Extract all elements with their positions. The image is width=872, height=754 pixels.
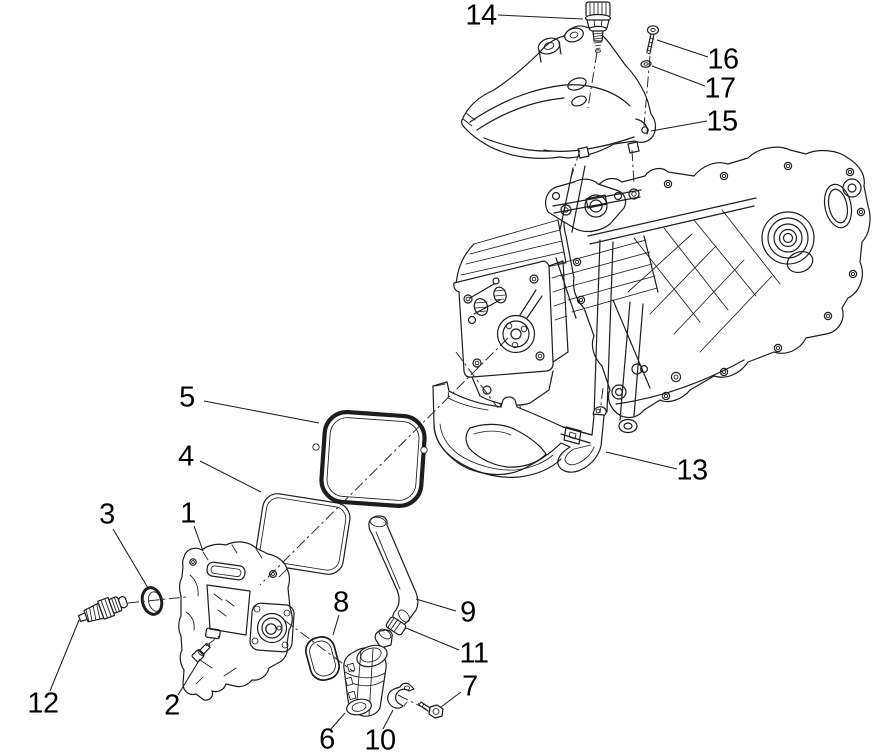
leader-line-3 [112,528,149,589]
oring-3-drawing [140,586,164,616]
callout-5: 5 [179,381,195,414]
leader-line-6 [330,712,346,730]
oring-8-drawing [305,636,340,681]
leader-line-2 [177,658,201,696]
callout-8: 8 [333,586,349,619]
callout-3: 3 [99,498,115,531]
callout-15: 15 [706,105,738,138]
screw-2-drawing [191,643,211,663]
leader-line-10 [382,709,394,730]
callout-16: 16 [707,43,739,76]
leader-line-13 [605,451,678,470]
callout-1: 1 [180,497,196,530]
temperature-sensor-drawing [584,1,612,53]
screw-16-drawing [646,25,660,55]
leader-line-12 [49,619,80,692]
leader-line-5 [203,400,320,424]
upper-shroud-drawing [461,25,657,159]
callout-12: 12 [27,687,59,720]
callout-13: 13 [676,454,708,487]
callout-9: 9 [460,596,476,629]
leader-line-8 [332,614,340,636]
callout-7: 7 [462,670,478,703]
leader-line-4 [199,460,262,493]
callout-2: 2 [164,689,180,722]
leader-line-9 [415,598,457,612]
callout-11: 11 [459,637,489,670]
head-cover-drawing [178,541,295,701]
screw-7-drawing [417,701,444,719]
callout-4: 4 [178,440,194,473]
spark-plug-drawing [77,596,128,623]
leader-line-14 [497,14,584,20]
callout-14: 14 [465,0,497,32]
leader-line-15 [650,120,708,132]
leader-line-1 [193,525,204,552]
callout-17: 17 [704,72,736,105]
oil-separator-drawing [343,628,393,717]
leader-line-11 [405,627,460,651]
leader-lines-layer [49,14,709,730]
sleeve-11-drawing [385,616,407,636]
callout-10: 10 [364,724,396,754]
gasket-5-drawing [312,410,428,508]
callout-6: 6 [319,723,335,754]
breather-tube-drawing [368,515,419,626]
gasket-4-drawing [255,493,351,575]
leader-line-7 [440,691,462,708]
cylinder-head-drawing [453,165,659,414]
washer-17-drawing [640,60,652,68]
leader-line-16 [656,39,709,58]
leader-line-17 [651,65,706,87]
clamp-10-drawing [387,682,415,709]
lower-shroud-drawing [432,381,607,478]
assembly-axis-lines [127,51,651,711]
